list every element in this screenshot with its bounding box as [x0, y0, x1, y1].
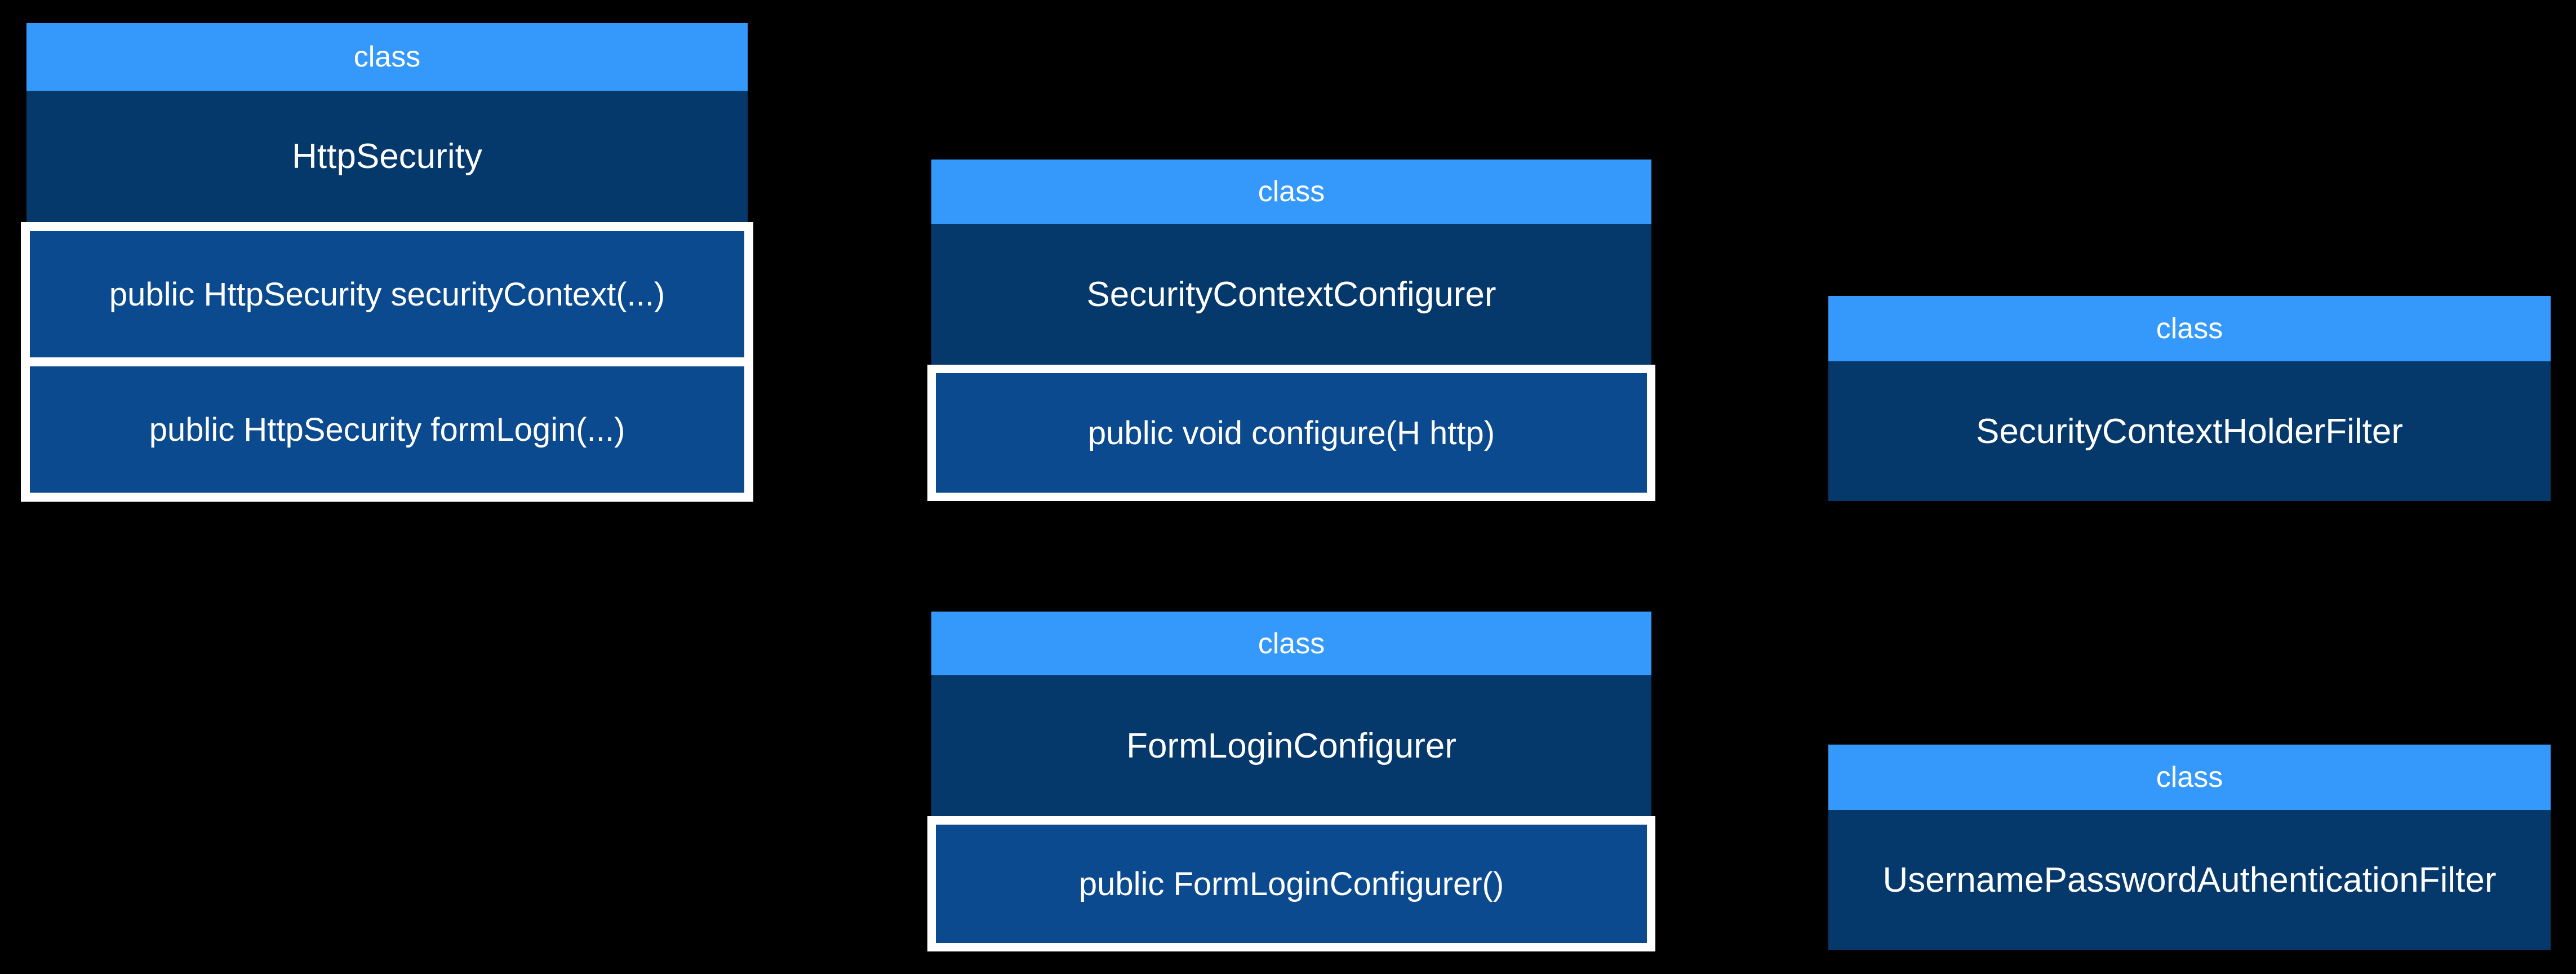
class-stereotype-header: class	[26, 23, 748, 91]
class-name-label: UsernamePasswordAuthenticationFilter	[1882, 860, 2497, 900]
method-item: public HttpSecurity formLogin(...)	[30, 366, 744, 493]
class-stereotype-label: class	[2156, 312, 2223, 345]
class-title: SecurityContextConfigurer	[931, 224, 1651, 365]
class-box-httpsecurity: class HttpSecurity public HttpSecurity s…	[21, 23, 753, 502]
method-label: public HttpSecurity formLogin(...)	[149, 411, 625, 448]
class-name-label: HttpSecurity	[292, 137, 482, 176]
class-stereotype-header: class	[931, 612, 1651, 675]
class-stereotype-label: class	[2156, 761, 2223, 794]
class-title: HttpSecurity	[26, 91, 748, 222]
method-label: public HttpSecurity securityContext(...)	[109, 276, 665, 313]
method-label: public FormLoginConfigurer()	[1078, 865, 1504, 902]
class-stereotype-label: class	[353, 41, 421, 73]
class-stereotype-header: class	[931, 160, 1651, 224]
methods-compartment: public void configure(H http)	[927, 365, 1655, 501]
class-name-label: FormLoginConfigurer	[1126, 726, 1456, 765]
class-name-label: SecurityContextHolderFilter	[1975, 411, 2404, 451]
class-stereotype-label: class	[1258, 175, 1325, 208]
class-stereotype-label: class	[1258, 627, 1325, 660]
class-title: UsernamePasswordAuthenticationFilter	[1828, 810, 2551, 950]
class-box-securitycontextholderfilter: class SecurityContextHolderFilter	[1828, 296, 2551, 501]
class-stereotype-header: class	[1828, 745, 2551, 810]
method-item: public void configure(H http)	[936, 373, 1647, 493]
class-box-formloginconfigurer: class FormLoginConfigurer public FormLog…	[927, 612, 1655, 951]
class-box-usernamepasswordauthenticationfilter: class UsernamePasswordAuthenticationFilt…	[1828, 745, 2551, 950]
methods-compartment: public HttpSecurity securityContext(...)…	[21, 222, 753, 502]
class-title: FormLoginConfigurer	[931, 675, 1651, 816]
method-item: public HttpSecurity securityContext(...)	[30, 231, 744, 357]
class-stereotype-header: class	[1828, 296, 2551, 361]
method-label: public void configure(H http)	[1087, 414, 1495, 451]
class-title: SecurityContextHolderFilter	[1828, 361, 2551, 501]
class-box-securitycontextconfigurer: class SecurityContextConfigurer public v…	[927, 160, 1655, 501]
method-item: public FormLoginConfigurer()	[936, 825, 1647, 943]
methods-compartment: public FormLoginConfigurer()	[927, 816, 1655, 951]
class-name-label: SecurityContextConfigurer	[1086, 275, 1496, 314]
